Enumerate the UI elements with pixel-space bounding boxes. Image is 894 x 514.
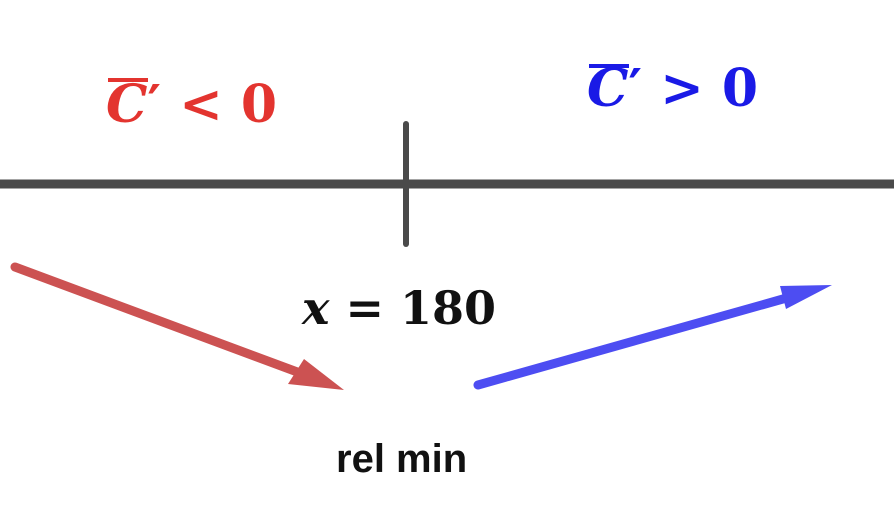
left-label-prime: ′ (147, 74, 161, 135)
increasing-arrowhead (780, 285, 832, 309)
right-label-relation: > 0 (642, 58, 758, 119)
decreasing-arrowhead (288, 359, 344, 390)
rel-min-caption: rel min (336, 437, 467, 481)
left-label-relation: < 0 (161, 74, 277, 135)
left-label-symbol: C (106, 74, 147, 135)
critical-point-label: x = 180 (301, 281, 496, 335)
right-label-prime: ′ (628, 58, 642, 119)
critical-point-value: = 180 (329, 281, 496, 335)
svg-text:C′ < 0: C′ < 0 (106, 74, 277, 135)
right-label-symbol: C (587, 58, 628, 119)
critical-point-variable: x (301, 281, 330, 335)
increasing-arrow (473, 285, 832, 390)
svg-text:C′ > 0: C′ > 0 (587, 58, 758, 119)
right-sign-label: C′ > 0 (587, 58, 758, 119)
decreasing-arrow (10, 262, 344, 390)
left-sign-label: C′ < 0 (106, 74, 277, 135)
